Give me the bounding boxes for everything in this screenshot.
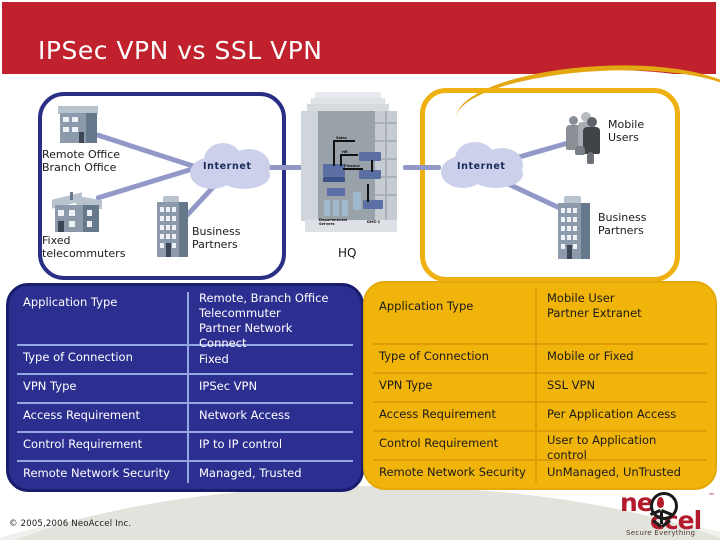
logo-text-ne: ne xyxy=(620,488,654,517)
ssl-key-3: Access Requirement xyxy=(379,407,496,421)
ipsec-value-5: Managed, Trusted xyxy=(199,466,302,480)
ssl-comparison-table: Application Type Mobile User Partner Ext… xyxy=(363,281,717,490)
ipsec-key-4: Control Requirement xyxy=(23,437,143,451)
mobile-users-icon xyxy=(565,112,607,164)
hq-datacenter-icon: Sales HR Finance Departmental Servers DM… xyxy=(297,92,405,237)
label-remote-office: Remote Office Branch Office xyxy=(42,148,121,174)
label-fixed-telecommuters: Fixed telecommuters xyxy=(42,234,126,260)
background-swoosh-gray xyxy=(0,486,720,540)
ipsec-key-1: Type of Connection xyxy=(23,350,133,364)
ssl-row-divider-2 xyxy=(373,372,707,374)
ipsec-row-divider-1 xyxy=(17,344,353,346)
remote-office-building-icon xyxy=(56,106,100,144)
ipsec-key-3: Access Requirement xyxy=(23,408,140,422)
label-business-partners-left: Business Partners xyxy=(192,225,241,251)
ssl-key-4: Control Requirement xyxy=(379,436,499,450)
hq-label-sales: Sales xyxy=(336,136,347,140)
ssl-row-divider-3 xyxy=(373,401,707,403)
ipsec-comparison-table: Application Type Remote, Branch Office T… xyxy=(6,283,364,492)
ipsec-key-5: Remote Network Security xyxy=(23,466,170,480)
ssl-key-0: Application Type xyxy=(379,299,474,313)
ssl-value-0: Mobile User Partner Extranet xyxy=(547,291,642,320)
ssl-key-5: Remote Network Security xyxy=(379,465,526,479)
ssl-value-5: UnManaged, UnTrusted xyxy=(547,465,681,479)
hq-label: HQ xyxy=(338,246,357,260)
business-partner-building-icon-left xyxy=(155,196,191,258)
hq-label-hr: HR xyxy=(342,150,348,154)
ssl-value-2: SSL VPN xyxy=(547,378,596,392)
page-title: IPSec VPN vs SSL VPN xyxy=(38,36,323,65)
business-partner-building-icon-right xyxy=(556,196,594,260)
ipsec-row-divider-5 xyxy=(17,460,353,462)
hq-label-finance: Finance xyxy=(344,164,360,168)
ssl-value-1: Mobile or Fixed xyxy=(547,349,634,363)
ipsec-value-0: Remote, Branch Office Telecommuter Partn… xyxy=(199,291,329,350)
ssl-key-2: VPN Type xyxy=(379,378,433,392)
telecommuter-house-icon xyxy=(52,192,104,234)
copyright-text: © 2005,2006 NeoAccel Inc. xyxy=(9,519,132,529)
title-banner: IPSec VPN vs SSL VPN xyxy=(2,2,716,74)
ssl-table-divider xyxy=(535,289,537,482)
ipsec-diagram-panel xyxy=(38,92,286,280)
ipsec-key-0: Application Type xyxy=(23,295,118,309)
ipsec-value-3: Network Access xyxy=(199,408,291,422)
ipsec-value-4: IP to IP control xyxy=(199,437,283,451)
label-mobile-users: Mobile Users xyxy=(608,118,645,144)
ssl-value-3: Per Application Access xyxy=(547,407,677,421)
link-hq-to-internet-right xyxy=(403,165,441,170)
logo-figure-icon xyxy=(646,492,680,532)
ssl-value-4: User to Application control xyxy=(547,433,657,462)
ssl-key-1: Type of Connection xyxy=(379,349,489,363)
internet-cloud-right: Internet xyxy=(437,140,529,192)
ipsec-value-1: Fixed xyxy=(199,352,229,366)
ssl-diagram-panel xyxy=(420,88,680,282)
logo-trademark-icon: ™ xyxy=(708,492,715,500)
internet-cloud-left: Internet xyxy=(184,141,276,193)
hq-label-dmz: DMZ-1 xyxy=(367,220,381,224)
ssl-row-divider-5 xyxy=(373,459,707,461)
ipsec-table-divider xyxy=(187,292,189,483)
label-business-partners-right: Business Partners xyxy=(598,211,647,237)
ssl-row-divider-1 xyxy=(373,343,707,345)
internet-label-left: Internet xyxy=(203,161,252,172)
ipsec-row-divider-3 xyxy=(17,402,353,404)
ssl-row-divider-4 xyxy=(373,430,707,432)
internet-label-right: Internet xyxy=(457,161,506,172)
ipsec-row-divider-4 xyxy=(17,431,353,433)
hq-label-departmental-servers: Departmental Servers xyxy=(319,218,348,226)
link-internet-to-hq-left xyxy=(252,165,306,170)
logo-tagline: Secure Everything xyxy=(626,529,696,537)
ipsec-value-2: IPSec VPN xyxy=(199,379,258,393)
neoaccel-logo: ne ccel ™ Secure Everything xyxy=(620,486,715,537)
ipsec-key-2: VPN Type xyxy=(23,379,77,393)
ipsec-row-divider-2 xyxy=(17,373,353,375)
